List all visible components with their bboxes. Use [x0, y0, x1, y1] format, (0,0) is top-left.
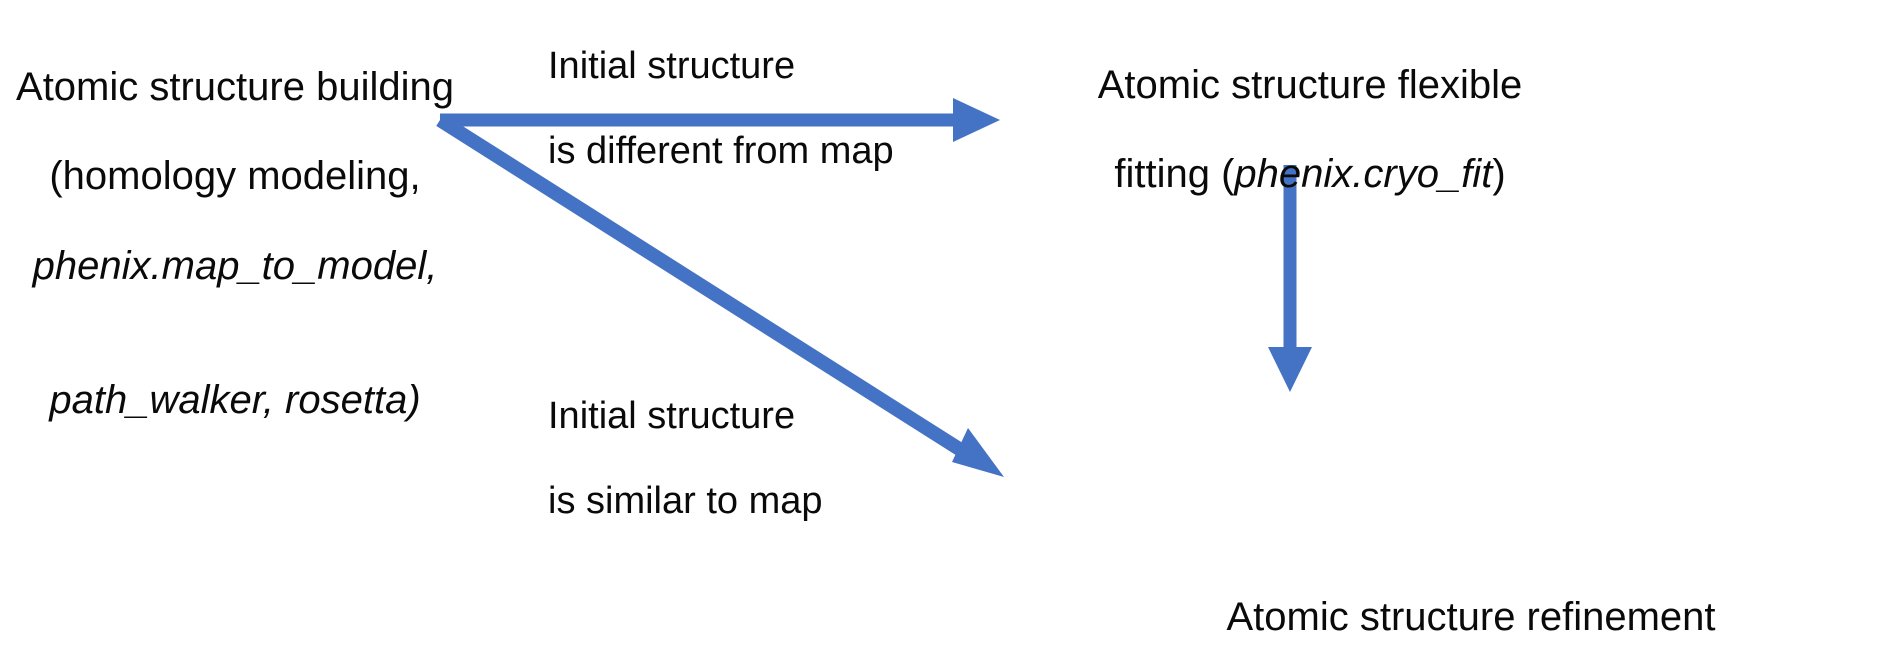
edge-label-different-line1: Initial structure — [548, 44, 796, 87]
edge-label-similar-line2: is similar to map — [548, 479, 823, 522]
edge-label-different-line2: is different from map — [548, 129, 894, 172]
node-flexible-fitting-line2: fitting (phenix.cryo_fit) — [1070, 152, 1550, 197]
node-building-line1: Atomic structure building — [16, 64, 454, 109]
node-building-line4: path_walker, rosetta) — [0, 334, 470, 424]
node-building-line4-italic: path_walker, rosetta) — [49, 378, 421, 423]
node-flexible-fitting-prefix: fitting ( — [1114, 152, 1235, 197]
node-atomic-structure-flexible-fitting: Atomic structure flexible fitting (pheni… — [1070, 18, 1550, 242]
node-refinement-line1: Atomic structure refinement — [1226, 594, 1716, 639]
node-atomic-structure-building: Atomic structure building (homology mode… — [0, 20, 470, 468]
node-flexible-fitting-line1: Atomic structure flexible — [1097, 62, 1523, 107]
edge-label-similar-line1: Initial structure — [548, 394, 796, 437]
edge-label-initial-structure-similar: Initial structure is similar to map — [548, 352, 948, 565]
node-building-line2: (homology modeling, — [49, 154, 421, 199]
edge-label-initial-structure-different: Initial structure is different from map — [548, 2, 968, 215]
node-building-line3: phenix.map_to_model, — [32, 243, 438, 288]
node-flexible-fitting-suffix: ) — [1492, 152, 1506, 197]
node-flexible-fitting-program: phenix.cryo_fit — [1234, 152, 1493, 197]
node-atomic-structure-refinement: Atomic structure refinement (phenix.real… — [1058, 550, 1884, 662]
